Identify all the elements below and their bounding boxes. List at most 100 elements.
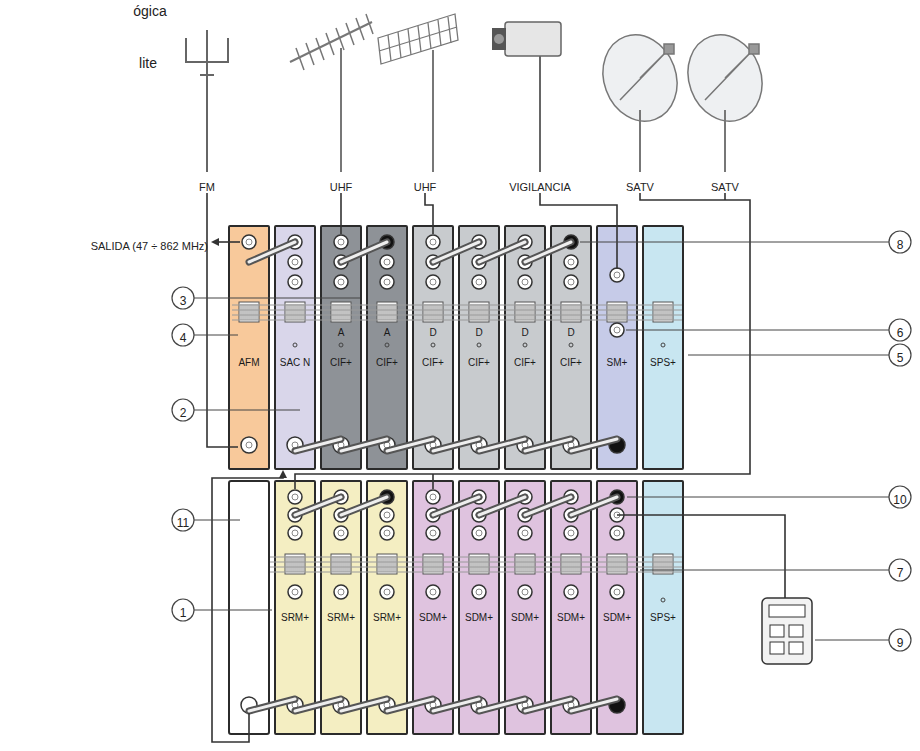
bus-pin [563, 304, 564, 320]
satellite-dish [676, 24, 774, 172]
module-name: SDM+ [460, 612, 498, 624]
jumper-cable [571, 699, 617, 711]
jumper-cable [341, 497, 387, 515]
bus-pin [609, 304, 610, 320]
bus-pin [481, 304, 482, 320]
bus-pin [613, 556, 614, 572]
f-connector [568, 279, 574, 285]
jumper-cable [525, 439, 571, 451]
callout-circles [172, 599, 194, 621]
jumper-cable [433, 439, 479, 451]
bus-pin [301, 556, 302, 572]
f-connector [426, 585, 440, 599]
bus-pin [349, 304, 350, 320]
callout-number: 2 [180, 407, 187, 420]
jumper-cable [571, 699, 617, 711]
bus-pin [383, 556, 384, 572]
bus-pin [531, 556, 532, 572]
bus-pin [485, 304, 486, 320]
bus-pin [287, 304, 288, 320]
jumper-cable [295, 699, 341, 711]
status-led [661, 598, 665, 602]
module-name: SRM+ [322, 612, 360, 624]
bus-pin [471, 556, 472, 572]
bus-pin [347, 556, 348, 572]
jumper-cable [525, 439, 571, 451]
bus-pin [433, 556, 434, 572]
jumper-cable [387, 439, 433, 451]
bus-pin [573, 304, 574, 320]
label-holder: lite [139, 54, 157, 72]
bus-lines [232, 320, 682, 321]
module-type-letter: D [552, 327, 590, 339]
jumper-cable [525, 699, 571, 711]
jumper-cable [341, 439, 387, 451]
bus-lines [232, 557, 682, 558]
coax-cables [617, 515, 785, 598]
f-connector [430, 494, 436, 500]
jumper-cable [433, 439, 479, 451]
module-name: CIF+ [552, 357, 590, 369]
bus-pin [255, 304, 256, 320]
module-card: SPS+ [642, 225, 684, 470]
bus-pin [657, 304, 658, 320]
f-connector [338, 239, 344, 245]
jumper-cable [249, 242, 295, 262]
f-connector [384, 259, 390, 265]
callout-number: 11 [177, 517, 189, 530]
f-connector [430, 530, 436, 536]
bus-pin [569, 304, 570, 320]
f-connector [288, 526, 302, 540]
f-connector [426, 490, 440, 504]
surveillance-camera [494, 34, 504, 44]
status-led [569, 343, 573, 347]
f-connector [568, 259, 574, 265]
jumper-cable [341, 699, 387, 711]
bus-pin [381, 304, 382, 320]
f-connector [384, 279, 390, 285]
bus-pin [525, 304, 526, 320]
f-connector [472, 526, 486, 540]
callout-circles [172, 324, 194, 346]
bus-lines [232, 305, 682, 306]
coax-cables [295, 193, 750, 489]
label-holder: 3 [180, 291, 187, 309]
f-connector [472, 585, 486, 599]
f-connector [334, 235, 348, 249]
bus-pin [481, 556, 482, 572]
programmer-unit [789, 642, 803, 654]
jumper-cable [433, 699, 479, 711]
bus-pin [427, 556, 428, 572]
f-connector [518, 275, 532, 289]
f-connector [430, 589, 436, 595]
jumper-cable [525, 242, 571, 262]
bus-pin [339, 304, 340, 320]
jumper-cable [295, 497, 341, 515]
bus-pin [385, 304, 386, 320]
label-holder: 9 [897, 633, 904, 651]
f-connector [430, 279, 436, 285]
bus-pin [579, 304, 580, 320]
f-connector [518, 526, 532, 540]
callout-circles [172, 509, 194, 531]
jumper-cable [525, 497, 571, 515]
bus-pin [487, 304, 488, 320]
bus-pin [611, 556, 612, 572]
f-connector [522, 279, 528, 285]
bus-pin [333, 556, 334, 572]
bus-pin [523, 304, 524, 320]
f-connector [292, 259, 298, 265]
label-holder: 1 [180, 603, 187, 621]
jumper-cable [571, 497, 617, 515]
jumper-cable [479, 439, 525, 451]
callout-circles [889, 559, 911, 581]
fm-antenna [186, 30, 228, 172]
bus-pin [427, 304, 428, 320]
programmer-unit [789, 625, 803, 637]
bus-pin [289, 556, 290, 572]
leader-lines [626, 330, 889, 331]
bus-pin [471, 304, 472, 320]
uhf-yagi-antenna [290, 14, 373, 172]
